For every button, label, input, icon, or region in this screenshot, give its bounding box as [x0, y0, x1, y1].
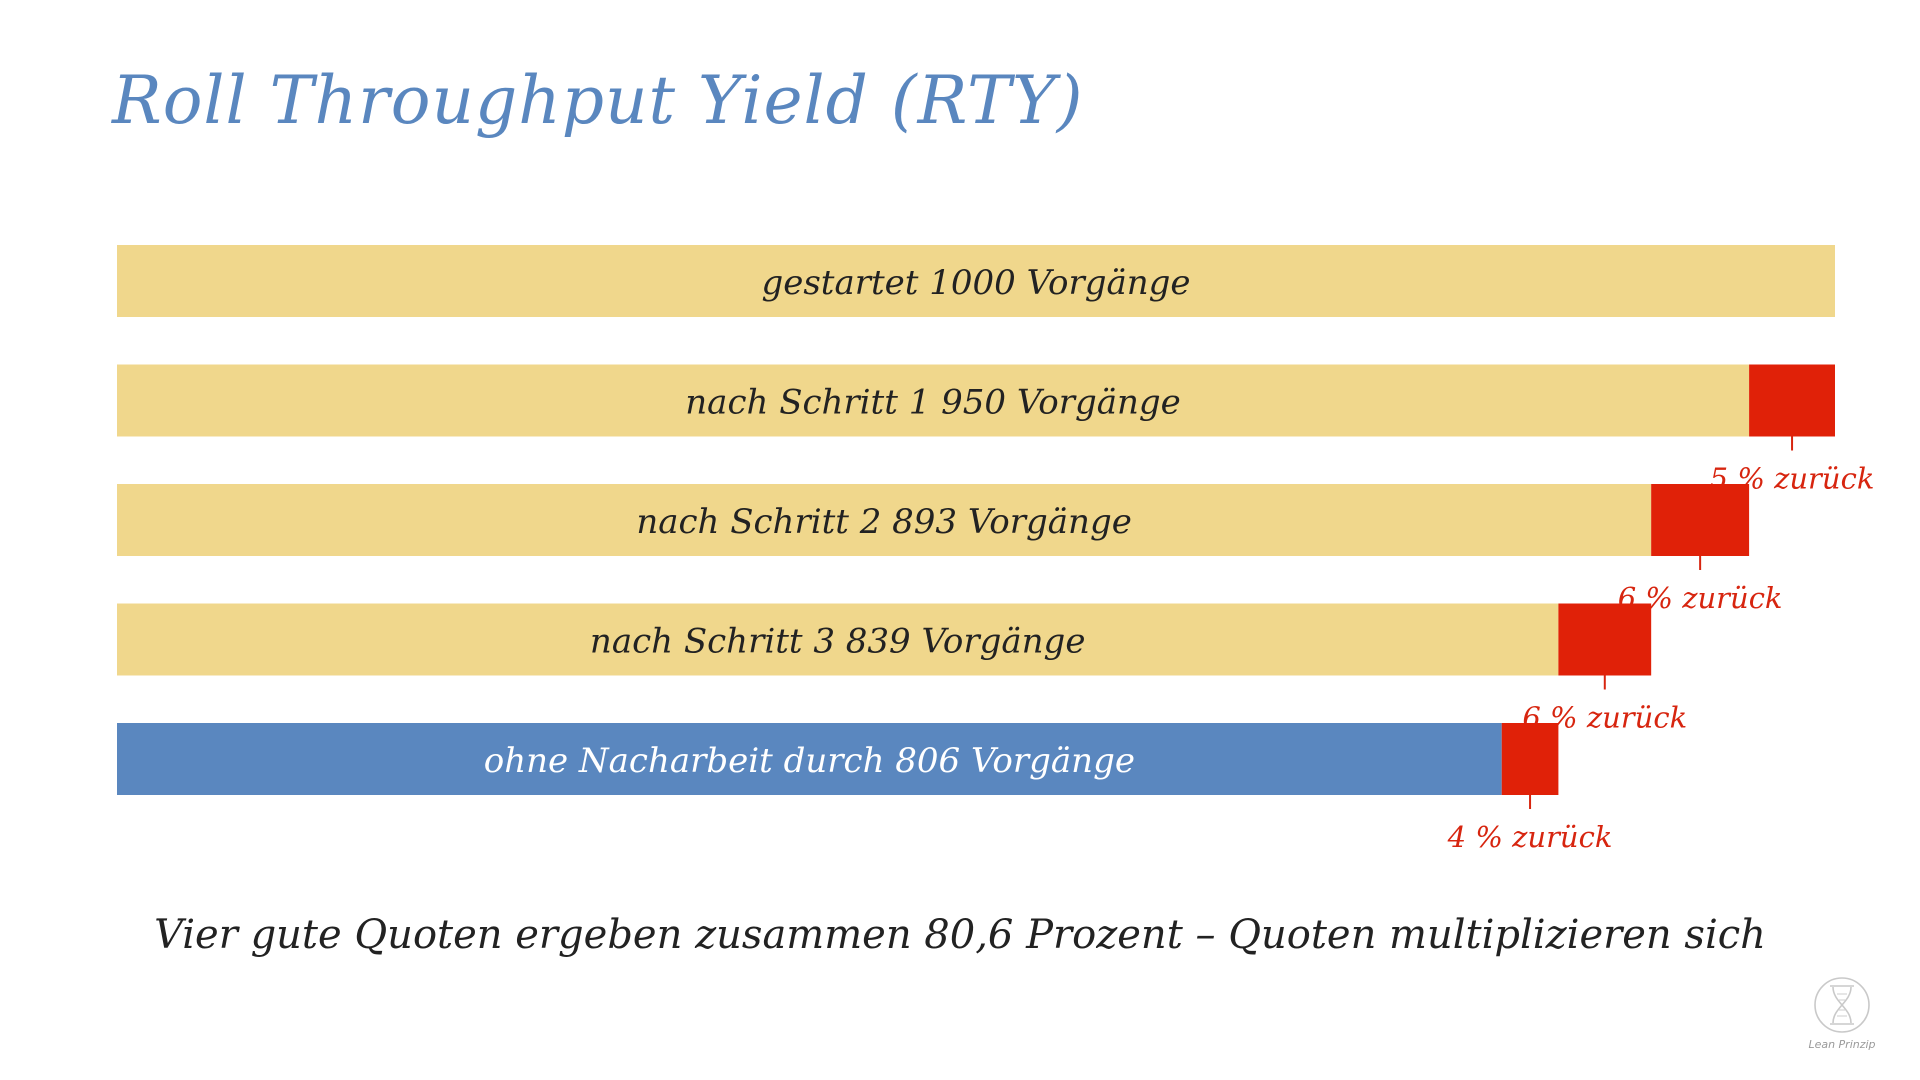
bar-loss [1749, 364, 1835, 437]
bar-remaining [117, 484, 1652, 556]
page-title: Roll Throughput Yield (RTY) [112, 62, 1084, 139]
bar-label: nach Schritt 1 950 Vorgänge [685, 383, 1181, 423]
rty-bar-chart: gestartet 1000 Vorgänge nach Schritt 1 95… [117, 245, 1874, 854]
bar-label: nach Schritt 2 893 Vorgänge [636, 502, 1132, 542]
bar-label: ohne Nacharbeit durch 806 Vorgänge [484, 741, 1135, 781]
caption: Vier gute Quoten ergeben zusammen 80,6 P… [154, 912, 1766, 958]
bar-label: gestartet 1000 Vorgänge [761, 263, 1190, 303]
logo: Lean Prinzip [1792, 972, 1892, 1056]
bar-loss [1558, 603, 1652, 676]
bar-remaining [117, 245, 1835, 317]
hourglass-dna-icon [1814, 977, 1870, 1033]
bar-remaining [117, 603, 1559, 676]
bar-label: nach Schritt 3 839 Vorgänge [590, 622, 1086, 662]
bar-loss [1651, 484, 1750, 556]
logo-text: Lean Prinzip [1808, 1038, 1876, 1051]
loss-label: 4 % zurück [1447, 820, 1613, 854]
bar-loss [1501, 723, 1559, 795]
bar-remaining [117, 364, 1750, 437]
bar-remaining [117, 723, 1502, 795]
